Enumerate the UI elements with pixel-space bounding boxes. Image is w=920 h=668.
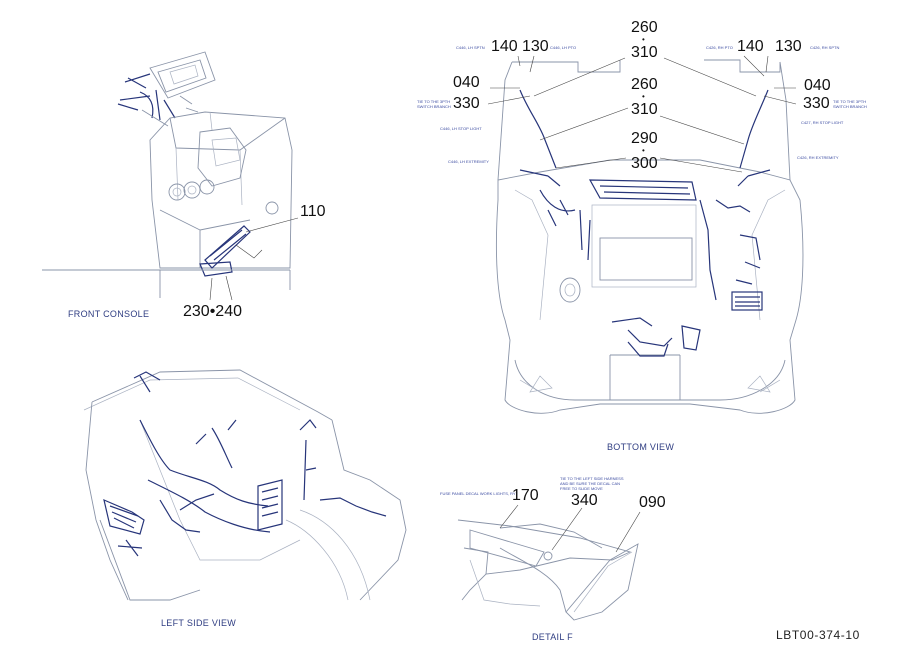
callout-290: 290 [631,130,658,147]
callout-140-left: 140 [491,38,518,55]
callout-310-mid: 310 [631,101,658,118]
note-rh-pto: C426, RH PTO [706,45,733,50]
note-tie-harness: TIE TO THE LEFT SIDE HARNESS AND BE SURE… [560,476,624,491]
bottom-view-caption: BOTTOM VIEW [607,442,675,452]
note-rh-stop-light: C427, RH STOP LIGHT [801,120,844,125]
separator-dot: • [642,146,645,155]
note-lh-sptn: C446, LH SPTN [456,45,485,50]
callout-130-right: 130 [775,38,802,55]
callout-040-right: 040 [804,77,831,94]
note-lh-extremity: C446, LH EXTREMITY [448,159,489,164]
callout-340: 340 [571,492,598,509]
front-console-caption: FRONT CONSOLE [68,309,150,319]
separator-dot: • [642,35,645,44]
callout-310-top: 310 [631,44,658,61]
bottom-view-drawing [487,55,804,414]
note-tie-right: TIE TO THE 3PTH SWITCH BRANCH [833,99,867,109]
note-rh-extremity: C426, RH EXTREMITY [797,155,839,160]
note-lh-stop-light: C446, LH STOP LIGHT [440,126,482,131]
front-console-drawing [42,51,299,301]
drawing-number: LBT00-374-10 [776,628,860,642]
note-fuse-panel-decal: FUSE PANEL DECAL WORK LIGHTS, RY [440,491,516,496]
note-tie-left: TIE TO THE 3PTH SWITCH BRANCH [417,99,451,109]
callout-330-left: 330 [453,95,480,112]
callout-330-right: 330 [803,95,830,112]
callout-230-240: 230•240 [183,303,242,320]
detail-f-drawing [457,504,641,621]
callout-300: 300 [631,155,658,172]
separator-dot: • [642,92,645,101]
callout-140-right: 140 [737,38,764,55]
detail-f-caption: DETAIL F [532,632,573,642]
left-side-view-drawing [83,369,407,601]
callout-260-top: 260 [631,19,658,36]
callout-040-left: 040 [453,74,480,91]
callout-260-mid: 260 [631,76,658,93]
callout-170: 170 [512,487,539,504]
left-side-view-caption: LEFT SIDE VIEW [161,618,237,628]
callout-090: 090 [639,494,666,511]
note-rh-sptn: C426, RH SPTN [810,45,840,50]
callout-130-left: 130 [522,38,549,55]
note-lh-pto: C446, LH PTO [550,45,577,50]
callout-110: 110 [300,203,326,220]
